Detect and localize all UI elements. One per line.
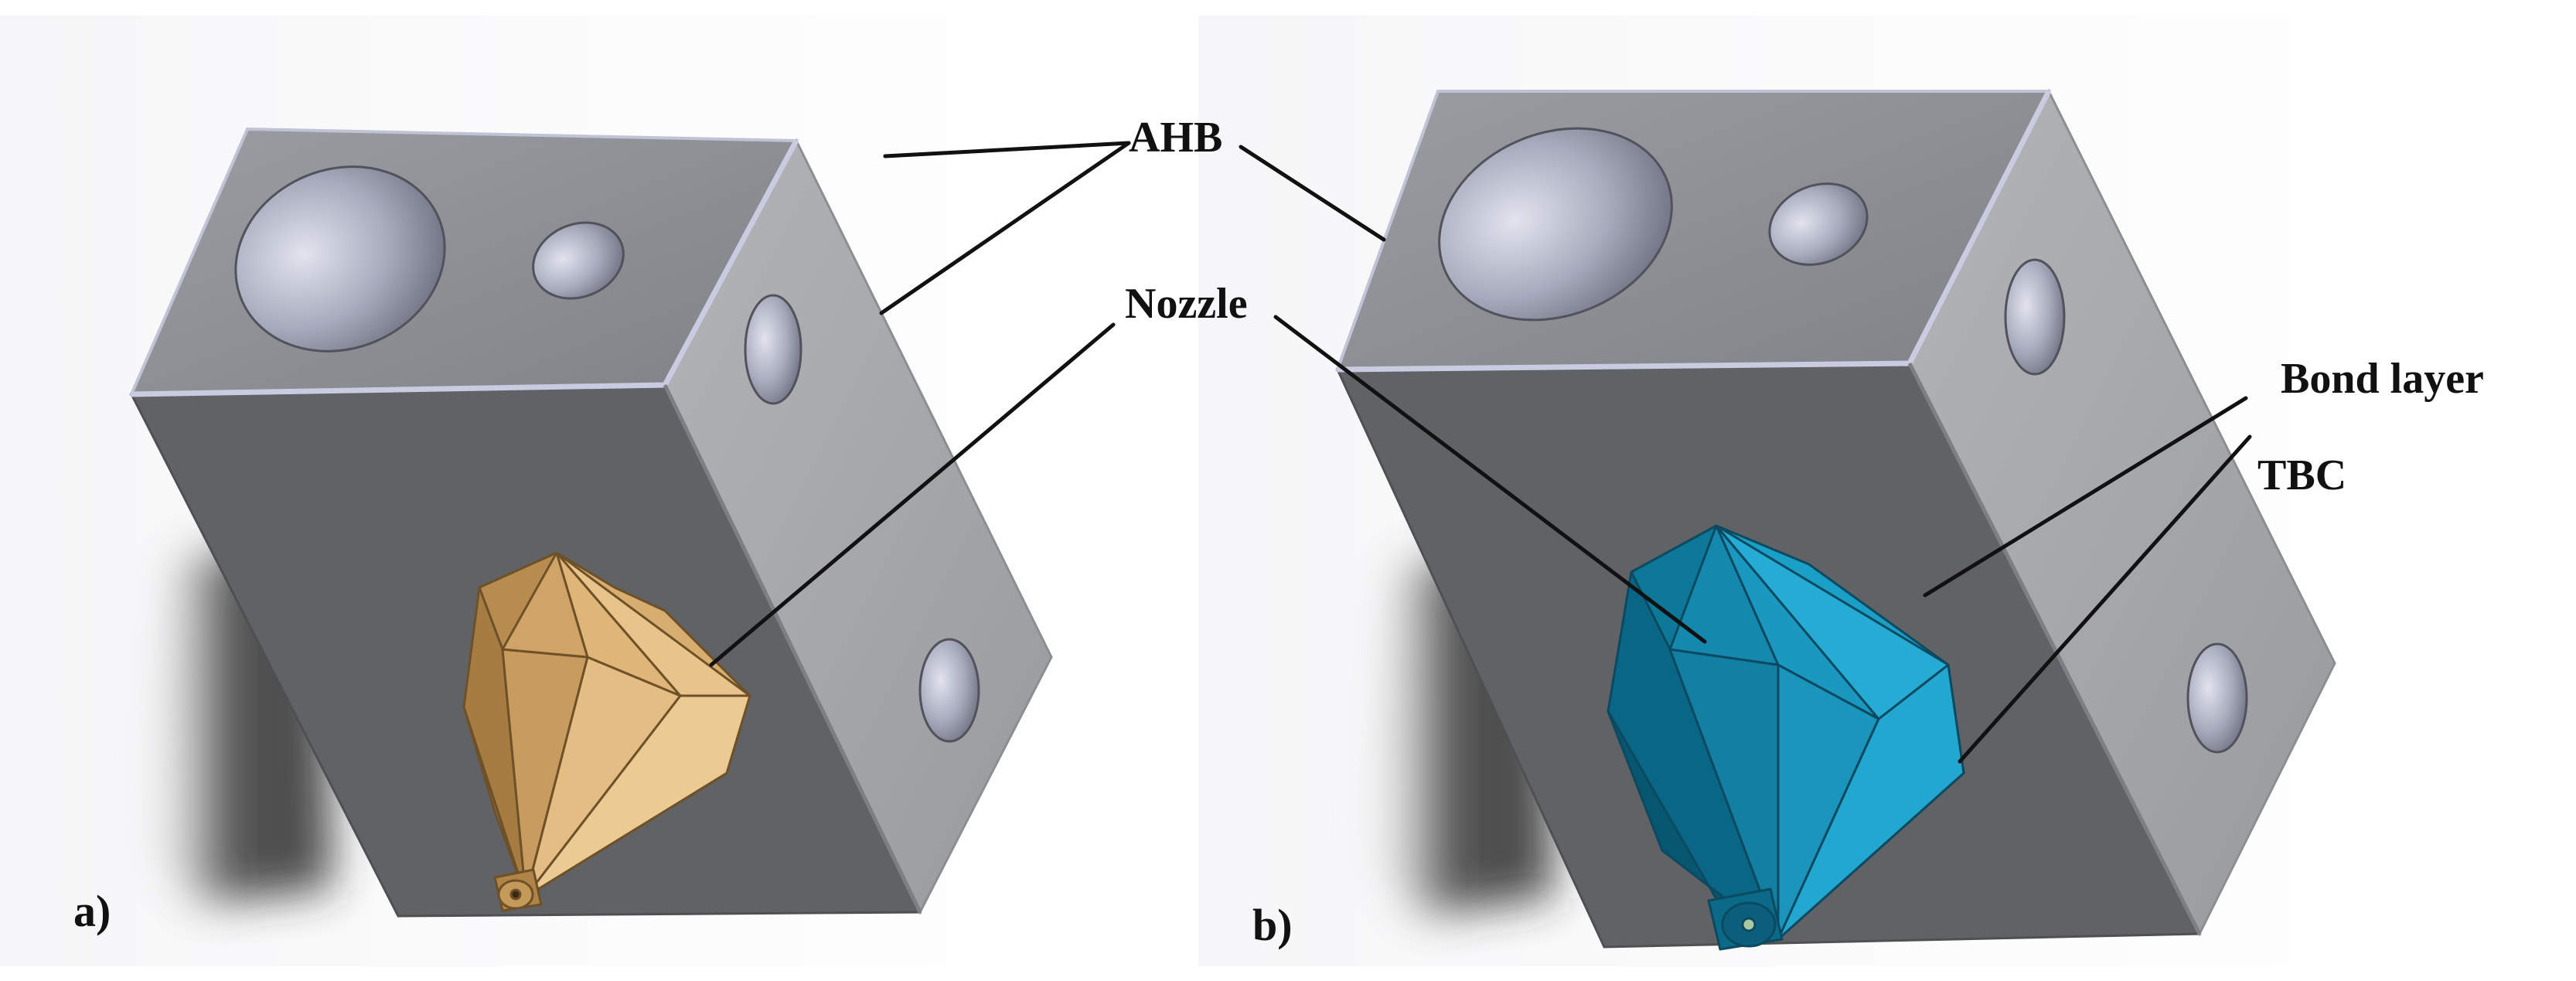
- panel-a-drawing: [128, 127, 1053, 918]
- leader-ahb-to-block-a: [879, 141, 1131, 315]
- label-nozzle: Nozzle: [1125, 280, 1248, 328]
- block-a-side-hole-lower: [918, 638, 980, 743]
- block-b-large-hole: [1438, 127, 1673, 322]
- label-tbc: TBC: [2257, 451, 2347, 499]
- block-b-side-hole-lower: [2186, 642, 2248, 754]
- block-a-side-hole-upper: [744, 294, 802, 405]
- leader-nozzle-to-nozzle-b: [1273, 315, 1707, 644]
- block-b-small-hole: [1768, 182, 1869, 266]
- block-b-vertical-edge: [1907, 362, 2202, 935]
- panel-b-drawing: [1335, 88, 2336, 951]
- leader-bond-layer: [1923, 396, 2248, 598]
- block-b-side-hole-upper: [2004, 258, 2066, 376]
- panel-label-a: a): [73, 886, 111, 936]
- block-a-large-hole: [234, 165, 446, 353]
- nozzle-b: [1607, 524, 1965, 951]
- label-ahb: AHB: [1129, 114, 1223, 162]
- leader-ahb-to-block-b: [1239, 145, 1386, 242]
- leader-lines: [709, 141, 2252, 764]
- label-bond-layer: Bond layer: [2281, 355, 2484, 403]
- panel-label-b: b): [1252, 900, 1293, 950]
- nozzle-a: [462, 551, 751, 912]
- leader-nozzle-to-nozzle-a: [709, 322, 1116, 667]
- leader-ahb-a: [883, 141, 1131, 158]
- leader-tbc: [1958, 434, 2252, 764]
- block-a-vertical-edge: [663, 383, 922, 914]
- block-a-small-hole: [532, 221, 625, 300]
